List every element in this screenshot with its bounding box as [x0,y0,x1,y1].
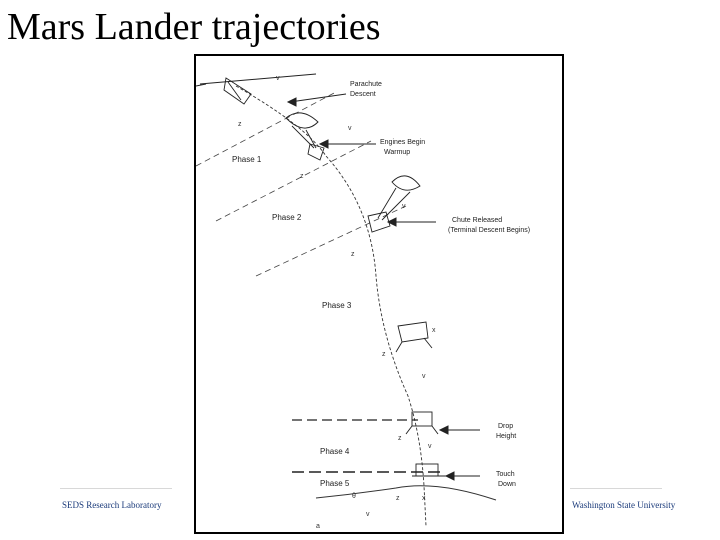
symbol-vp: v [366,511,370,518]
capsule-entry [223,77,252,105]
ground-profile [315,485,497,501]
entry-velocity-line [196,83,207,87]
lander-phase3 [395,321,433,353]
phase-boundary-3 [255,205,407,277]
symbol-zv-4: z [382,351,386,358]
label-drop-height-2: Height [496,433,516,440]
label-engines-begin-1: Engines Begin [380,139,425,146]
symbol-ap: a [316,523,320,530]
symbol-x-1: x [432,327,436,334]
annotation-arrows [286,93,480,481]
phase-label-5: Phase 5 [320,479,350,488]
symbol-z-ground: z [396,495,400,502]
symbol-zv-2: z [300,173,304,180]
entry-line [199,73,317,85]
phase-label-2: Phase 2 [272,213,302,222]
symbol-v-3: v [422,373,426,380]
footer-rule-right [570,488,662,489]
symbol-v-1: v [348,125,352,132]
symbol-v-2: v [402,203,406,210]
symbol-zv-1: z [238,121,242,128]
lander-drop-height [405,411,439,435]
parachute-2 [367,175,421,233]
symbol-x-ground: x [422,495,426,502]
slide-title: Mars Lander trajectories [7,6,381,48]
trajectory-diagram: v z v z v z x z v z v z x θ v a Parachut… [196,73,530,530]
label-touch-down-1: Touch [496,471,515,478]
label-parachute-descent-2: Descent [350,91,376,98]
phase-boundary-2 [215,140,372,222]
symbol-zv-5: z [398,435,402,442]
label-drop-height-1: Drop [498,423,513,430]
label-chute-released-1: Chute Released [452,217,502,224]
footer-rule-left [60,488,172,489]
footer-university-name: Washington State University [572,500,676,510]
symbol-v-4: v [428,443,432,450]
phase-boundary-1 [196,91,337,167]
trajectory-figure: v z v z v z x z v z v z x θ v a Parachut… [194,54,564,534]
label-touch-down-2: Down [498,481,516,488]
symbol-zv-3: z [351,251,355,258]
parachute-1 [285,112,325,161]
footer-lab-name: SEDS Research Laboratory [62,500,162,510]
phase-label-4: Phase 4 [320,447,350,456]
phase-label-3: Phase 3 [322,301,352,310]
phase-label-1: Phase 1 [232,155,262,164]
label-parachute-descent-1: Parachute [350,81,382,88]
lander-touch-down [412,463,446,477]
symbol-vp-top: v [276,75,280,82]
symbol-theta-p: θ [352,493,356,500]
label-engines-begin-2: Warmup [384,149,410,156]
label-chute-released-2: (Terminal Descent Begins) [448,227,530,234]
